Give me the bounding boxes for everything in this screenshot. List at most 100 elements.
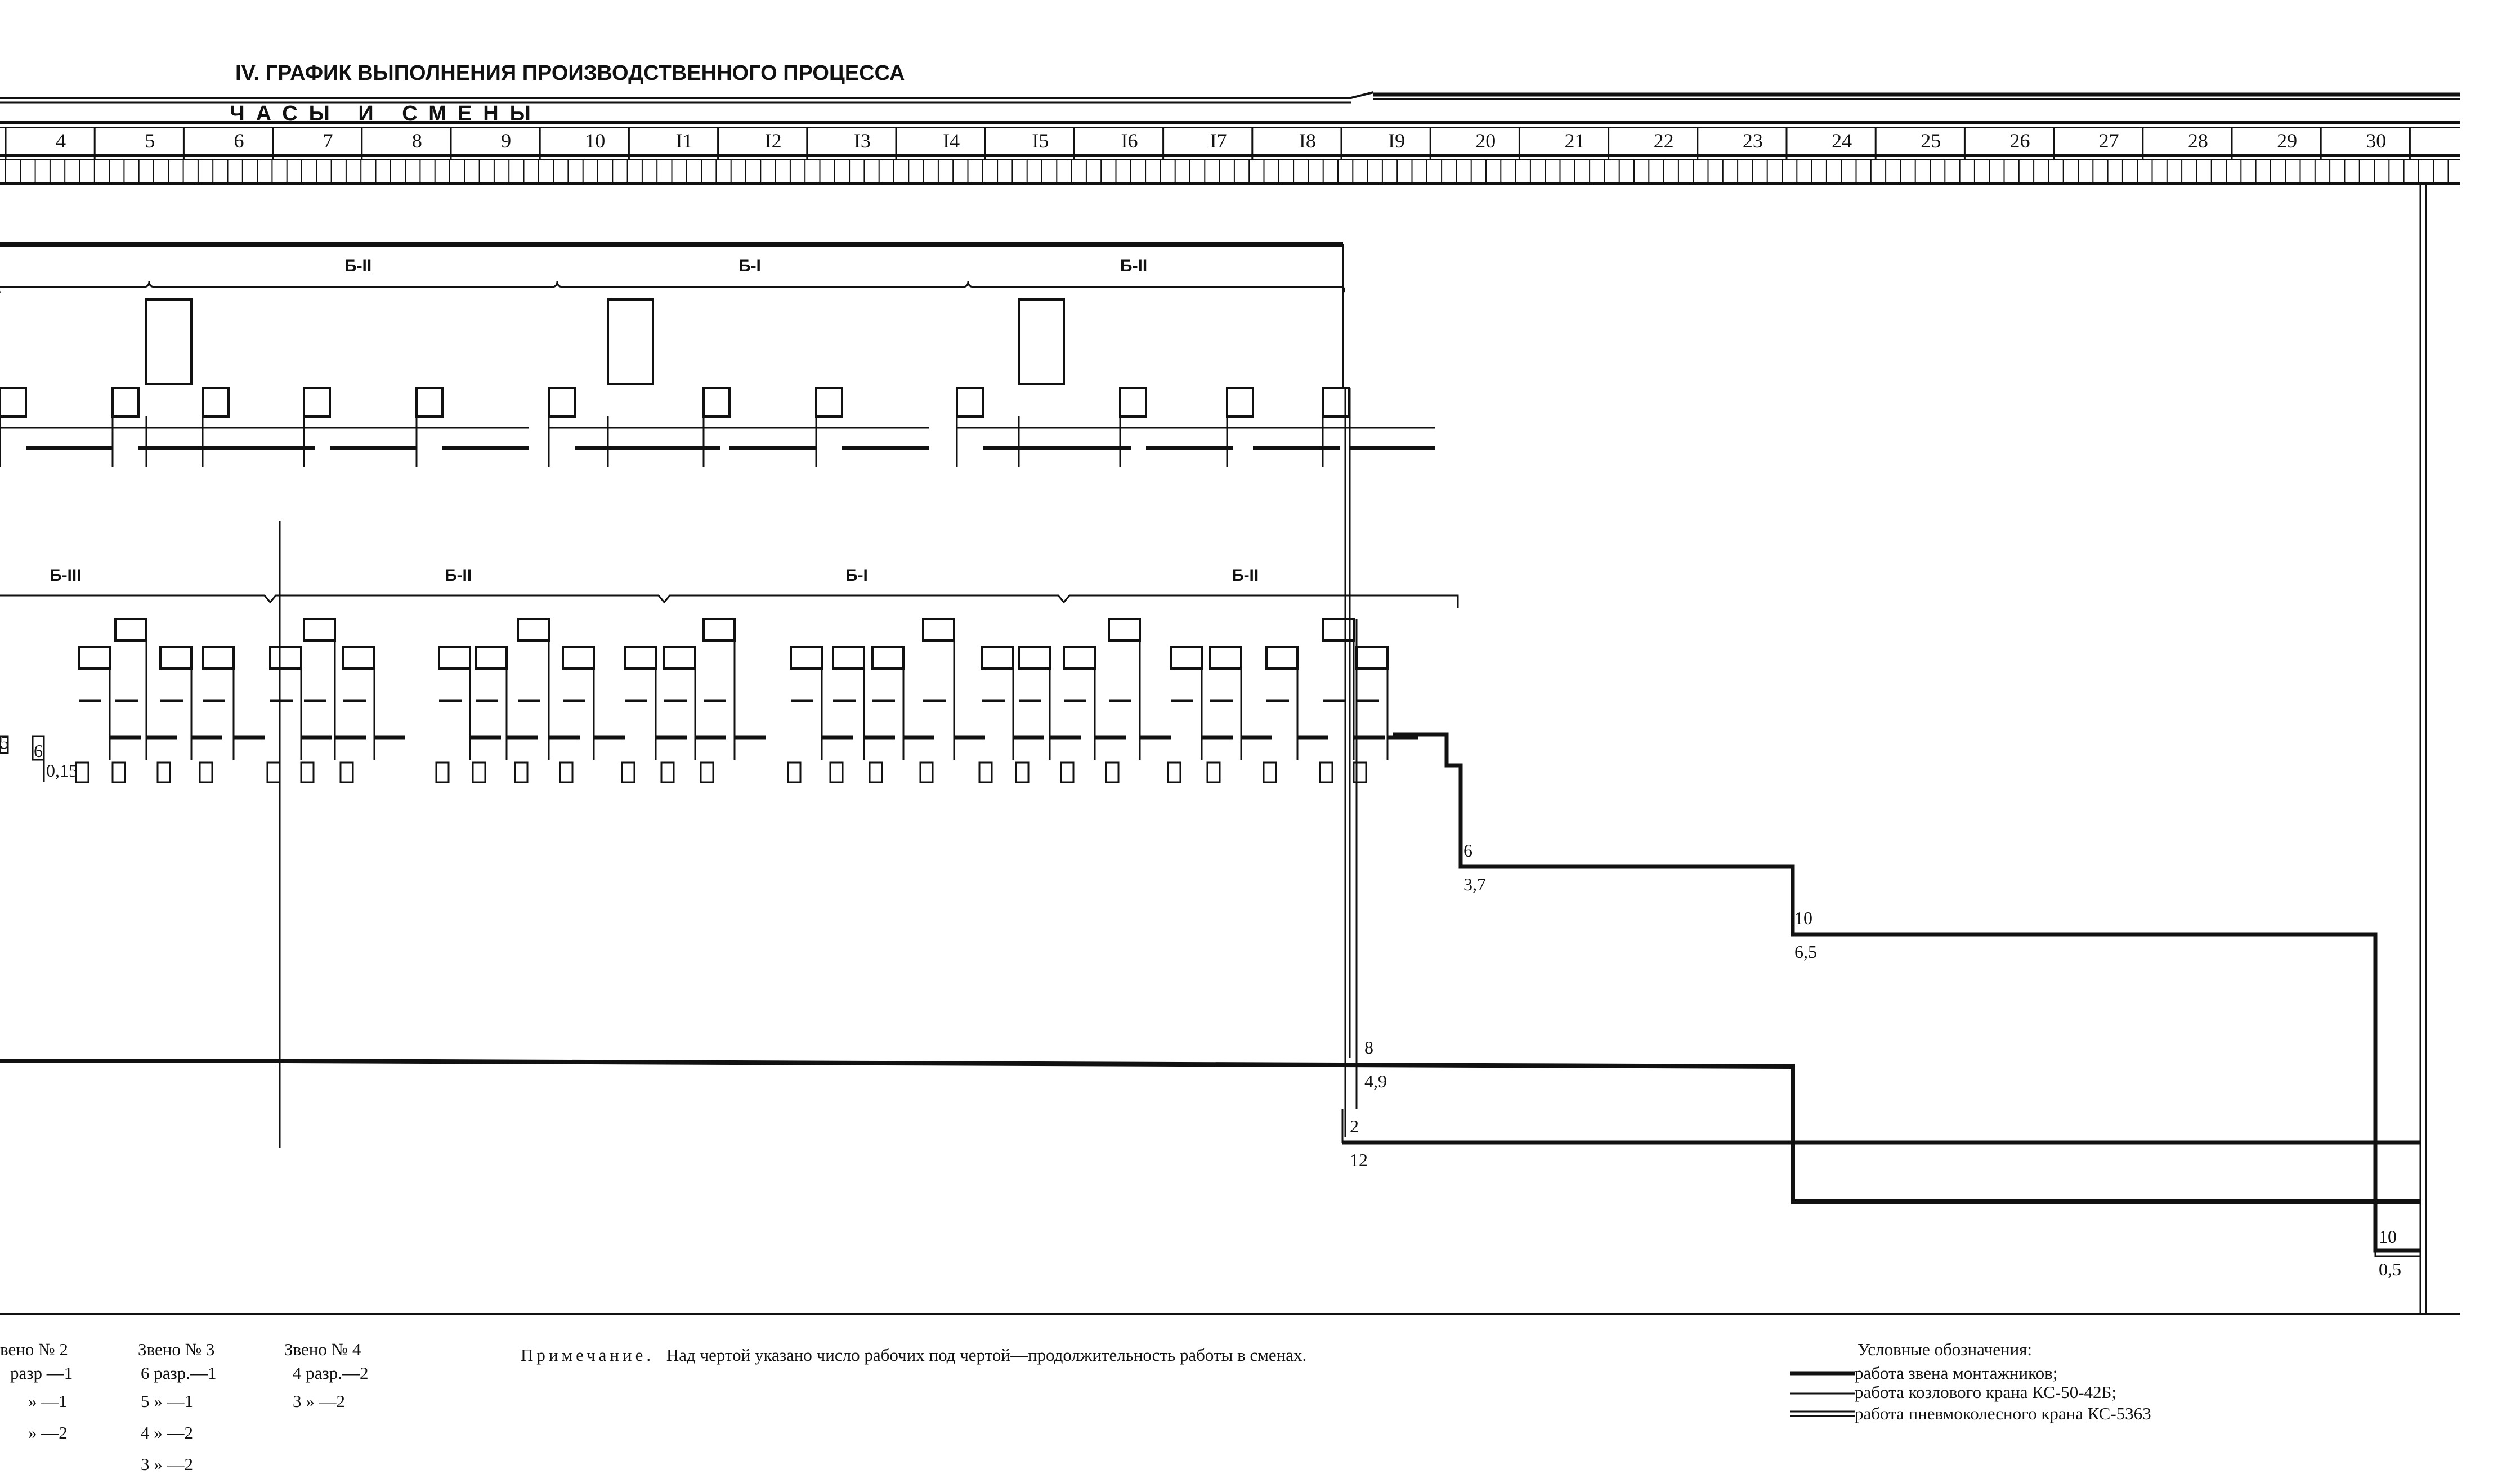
lower-step-block (663, 646, 696, 670)
shift-number: 21 (1564, 129, 1584, 152)
upper-step-block (548, 387, 576, 418)
lower-step-block (303, 618, 336, 642)
upper-step-block (202, 387, 230, 418)
shift-number: 23 (1743, 129, 1763, 152)
shift-number: 27 (2099, 129, 2119, 152)
upper-step-block (0, 387, 27, 418)
crew-3-line-2: 5 » —1 (141, 1391, 193, 1411)
upper-step-block (415, 387, 444, 418)
note-text: Над чертой указано число рабочих под чер… (666, 1345, 1306, 1365)
lower-step-block (1018, 646, 1051, 670)
lower-step-foot (660, 761, 675, 783)
lower-step-block (78, 646, 111, 670)
lower-step-foot (514, 761, 529, 783)
crew-3-line-4: 3 » —2 (141, 1454, 193, 1474)
upper-step-block (1119, 387, 1147, 418)
lower-step-block (1170, 646, 1203, 670)
crew-4-line-1: 4 разр.—2 (293, 1363, 369, 1383)
lower-step-foot (621, 761, 635, 783)
lower-step-block (475, 646, 508, 670)
shift-number: I9 (1388, 129, 1405, 152)
lower-step-foot (700, 761, 714, 783)
lower-step-block (832, 646, 865, 670)
upper-section-label-3: Б-II (1120, 257, 1147, 275)
lower-step-foot (1015, 761, 1030, 783)
lower-step-foot (1167, 761, 1181, 783)
lower-step-block (202, 646, 235, 670)
lower-step-foot (978, 761, 993, 783)
upper-step-block (303, 387, 331, 418)
lower-step-block (1209, 646, 1242, 670)
shift-number: 7 (323, 129, 333, 152)
note-label: Примечание. (521, 1345, 654, 1365)
legend-item-3: работа пневмоколесного крана КС-5363 (1855, 1404, 2151, 1423)
upper-schedule (0, 242, 1345, 388)
note: Примечание. Над чертой указано число раб… (521, 1345, 1306, 1365)
upper-step-block (956, 387, 984, 418)
upper-step-block (111, 387, 140, 418)
legend: Условные обозначения: работа звена монта… (1790, 1339, 2151, 1423)
lower-step-foot (339, 761, 354, 783)
lower-step-foot (435, 761, 450, 783)
crew-2-line-3: » —2 (28, 1423, 68, 1442)
lower-step-block (1108, 618, 1141, 642)
shift-number: I5 (1032, 129, 1049, 152)
lower-step-foot (919, 761, 934, 783)
lower-step-block (562, 646, 595, 670)
crew-4-title: Звено № 4 (284, 1339, 361, 1359)
shift-number: 5 (145, 129, 155, 152)
upper-step-block (1226, 387, 1254, 418)
upper-step-block (702, 387, 731, 418)
lower-step-foot (75, 761, 89, 783)
upper-step-profile (0, 298, 1435, 467)
annotation-workers-6: 6 (1463, 840, 1472, 861)
shift-number: 22 (1654, 129, 1674, 152)
shift-number: I4 (943, 129, 960, 152)
shift-number: 20 (1475, 129, 1496, 152)
shift-number: I1 (675, 129, 692, 152)
shift-number: I8 (1299, 129, 1316, 152)
time-scale-header (0, 91, 2460, 185)
crew-list: вено № 2 разр —1 » —1 » —2 Звено № 3 6 р… (0, 1339, 369, 1474)
shift-number: 8 (412, 129, 422, 152)
shift-number: I7 (1210, 129, 1227, 152)
left-annotations (0, 735, 45, 782)
annotation-workers-10: 10 (1794, 908, 1812, 928)
continuation-lines (0, 183, 2460, 1315)
shift-number: 24 (1832, 129, 1852, 152)
lower-step-foot (199, 761, 213, 783)
upper-step-block (815, 387, 843, 418)
lower-schedule-bracket (0, 521, 1459, 1148)
lower-step-foot (1319, 761, 1333, 783)
lower-step-block (624, 646, 657, 670)
lower-section-label-1: Б-III (50, 566, 82, 585)
legend-title: Условные обозначения: (1857, 1339, 2032, 1359)
lower-step-foot (266, 761, 281, 783)
lower-step-foot (300, 761, 315, 783)
shift-dividers (5, 127, 2411, 160)
crew-2-line-2: » —1 (28, 1391, 68, 1411)
lower-step-foot (1105, 761, 1120, 783)
shift-number: I3 (854, 129, 871, 152)
left-annotation-2: 6 (34, 741, 43, 761)
shift-number: 25 (1921, 129, 1941, 152)
page-title: IV. ГРАФИК ВЫПОЛНЕНИЯ ПРОИЗВОДСТВЕННОГО … (235, 61, 905, 85)
lower-step-block (871, 646, 905, 670)
lower-step-block (790, 646, 823, 670)
lower-step-foot (869, 761, 883, 783)
lower-step-block (1355, 646, 1389, 670)
shift-number: I2 (765, 129, 782, 152)
lower-step-block (702, 618, 736, 642)
annotation-workers-8: 8 (1364, 1037, 1373, 1058)
annotation-duration-0-5: 0,5 (2379, 1259, 2401, 1279)
hour-ticks (5, 160, 2449, 183)
upper-step-block (1322, 387, 1350, 418)
shift-number: I6 (1121, 129, 1138, 152)
crew-2-line-1: разр —1 (10, 1363, 73, 1383)
shift-number: 4 (56, 129, 66, 152)
lower-step-foot (559, 761, 574, 783)
lower-step-block (1322, 618, 1355, 642)
crew-3-title: Звено № 3 (138, 1339, 214, 1359)
legend-item-1: работа звена монтажников; (1855, 1363, 2057, 1383)
annotation-duration-6-5: 6,5 (1794, 942, 1817, 962)
